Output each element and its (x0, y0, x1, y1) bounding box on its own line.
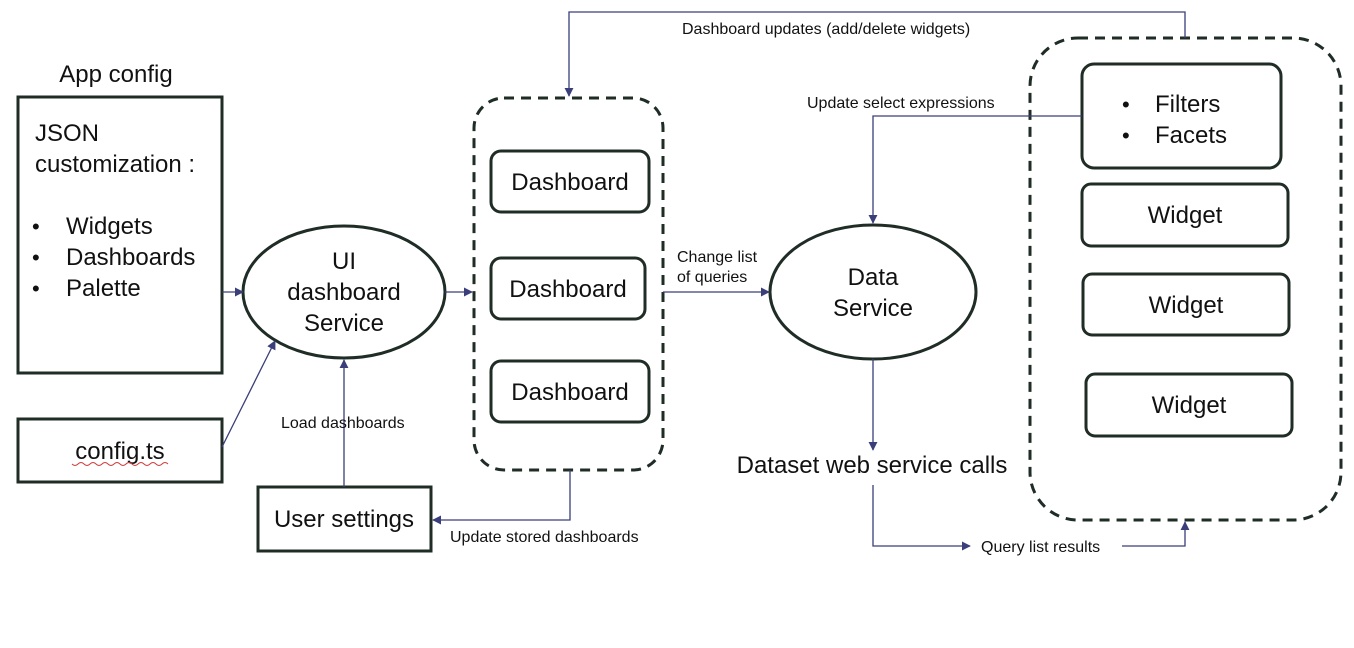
edge-label-update-select: Update select expressions (807, 95, 995, 112)
filters-label: Filters (1155, 91, 1220, 118)
ui-service-line1: UI (332, 248, 356, 275)
bullet-icon: • (32, 245, 40, 270)
dashboards-group (472, 96, 665, 472)
data-service-node: Data Service (768, 223, 978, 361)
dashboard-box-3: Dashboard (489, 359, 651, 424)
app-config-item-widgets: Widgets (66, 213, 153, 240)
edge-label-query-results: Query list results (981, 539, 1100, 556)
bullet-icon: • (1122, 123, 1130, 148)
arrow-dashboard-updates (564, 11, 1186, 97)
config-ts-label: config.ts (75, 438, 164, 465)
edge-label-change-list-line2: of queries (677, 269, 747, 286)
arrow-query-list-results-b (1122, 521, 1190, 547)
ui-service-line2: dashboard (287, 279, 400, 306)
app-config-title-line1: JSON (35, 120, 99, 147)
config-ts-box: config.ts (16, 417, 224, 484)
user-settings-box: User settings (256, 485, 433, 553)
widget-box-3: Widget (1084, 372, 1294, 438)
ui-dashboard-service-node: UI dashboard Service (241, 224, 447, 360)
dashboard-box-2: Dashboard (489, 256, 647, 321)
data-service-line1: Data (848, 264, 899, 291)
app-config-title-line2: customization : (35, 151, 195, 178)
edge-label-dashboard-updates: Dashboard updates (add/delete widgets) (682, 21, 970, 38)
bullet-icon: • (1122, 92, 1130, 117)
bullet-icon: • (32, 276, 40, 301)
filters-facets-box: • Filters • Facets (1080, 62, 1283, 170)
app-config-heading: App config (59, 61, 172, 88)
widget-label-1: Widget (1148, 202, 1223, 229)
widget-box-1: Widget (1080, 182, 1290, 248)
data-service-line2: Service (833, 295, 913, 322)
widget-box-2: Widget (1081, 272, 1291, 337)
arrow-config-ts-to-ui-service (221, 340, 276, 448)
dashboard-label-3: Dashboard (511, 379, 628, 406)
edge-label-load-dashboards: Load dashboards (281, 415, 405, 432)
edge-label-change-list-line1: Change list (677, 249, 758, 266)
user-settings-label: User settings (274, 506, 414, 533)
app-config-item-palette: Palette (66, 275, 141, 302)
arrow-query-list-results-a (872, 485, 971, 551)
edge-label-update-stored: Update stored dashboards (450, 529, 639, 546)
arrow-update-select-expressions (868, 115, 1082, 224)
widget-label-2: Widget (1149, 292, 1224, 319)
app-config-item-dashboards: Dashboards (66, 244, 195, 271)
ui-service-line3: Service (304, 310, 384, 337)
app-config-box: JSON customization : • Widgets • Dashboa… (16, 95, 224, 375)
spellcheck-underline (71, 462, 169, 466)
facets-label: Facets (1155, 122, 1227, 149)
dataset-web-service-calls-label: Dataset web service calls (737, 452, 1008, 479)
arrow-update-stored-dashboards (432, 470, 571, 525)
widget-label-3: Widget (1152, 392, 1227, 419)
dashboard-label-1: Dashboard (511, 169, 628, 196)
bullet-icon: • (32, 214, 40, 239)
dashboard-label-2: Dashboard (509, 276, 626, 303)
dashboard-box-1: Dashboard (489, 149, 651, 214)
